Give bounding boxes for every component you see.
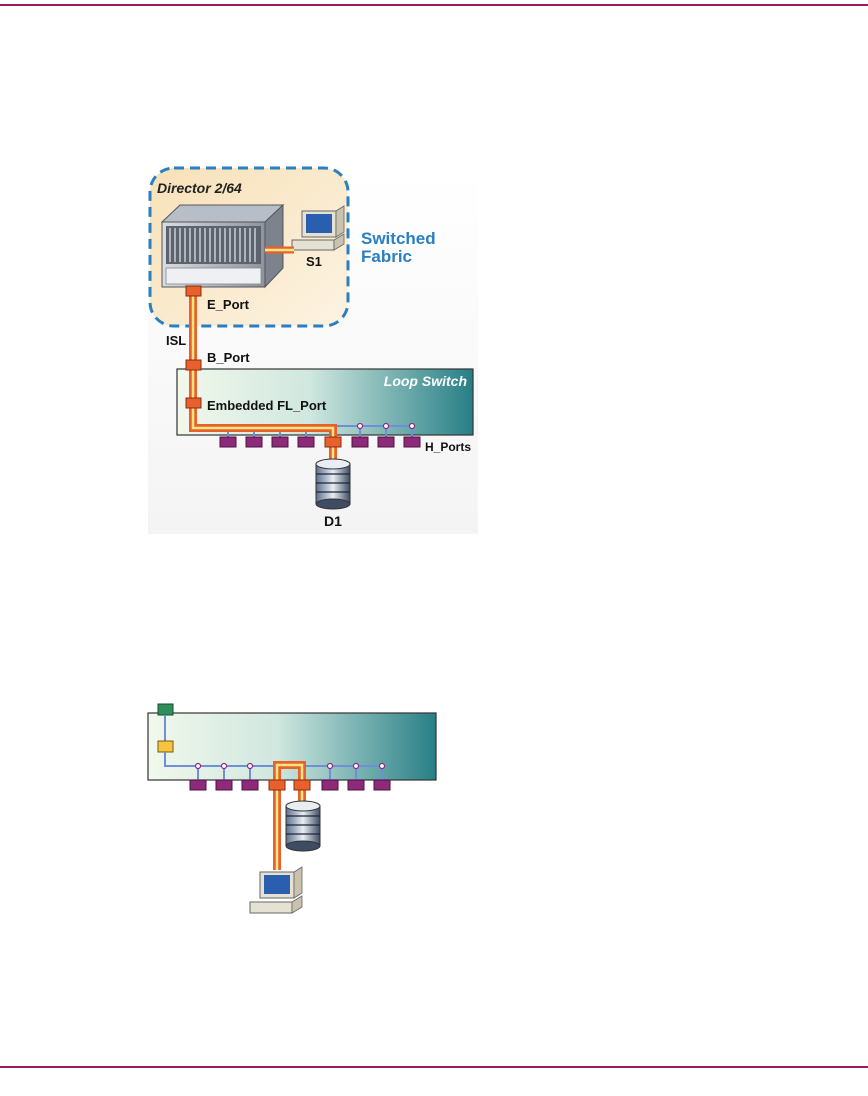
h-port bbox=[241, 779, 259, 791]
h-port bbox=[297, 436, 315, 448]
fabric-label-line1: Switched bbox=[361, 229, 436, 248]
e-port bbox=[185, 285, 202, 297]
h-port bbox=[271, 436, 289, 448]
h-port bbox=[347, 779, 365, 791]
h-port bbox=[403, 436, 421, 448]
h-ports bbox=[219, 436, 421, 448]
top-rule bbox=[0, 4, 868, 6]
fl-port bbox=[185, 397, 202, 409]
h-port bbox=[215, 779, 233, 791]
director-icon bbox=[160, 203, 285, 289]
h-port bbox=[245, 436, 263, 448]
bottom-rule bbox=[0, 1066, 868, 1068]
h-port-active bbox=[293, 779, 311, 791]
loop-nodes-2 bbox=[194, 762, 386, 770]
e-port-label: E_Port bbox=[207, 297, 250, 312]
h-port bbox=[373, 779, 391, 791]
h-port bbox=[189, 779, 207, 791]
director-label: Director 2/64 bbox=[157, 180, 242, 196]
disk-label: D1 bbox=[324, 513, 342, 529]
fabric-label-line2: Fabric bbox=[361, 247, 412, 266]
h-port-active bbox=[268, 779, 286, 791]
server-label: S1 bbox=[306, 254, 322, 269]
computer-icon bbox=[249, 866, 303, 914]
h-ports-label: H_Ports bbox=[425, 440, 471, 454]
h-port bbox=[351, 436, 369, 448]
fl-port-label: Embedded FL_Port bbox=[207, 398, 327, 413]
h-port bbox=[377, 436, 395, 448]
yellow-port bbox=[157, 740, 174, 753]
green-port bbox=[157, 703, 174, 716]
loop-switch-label: Loop Switch bbox=[384, 373, 467, 389]
loop-switch-box-2 bbox=[147, 712, 437, 781]
computer-icon bbox=[291, 205, 345, 251]
h-ports-2 bbox=[189, 779, 391, 791]
b-port-label: B_Port bbox=[207, 350, 250, 365]
b-port bbox=[185, 359, 202, 371]
disk-stack-icon bbox=[315, 458, 351, 510]
figure-1: Director 2/64 bbox=[148, 166, 478, 534]
loop-nodes bbox=[356, 422, 416, 430]
disk-stack-icon bbox=[285, 800, 321, 852]
h-port-active bbox=[324, 436, 342, 448]
figure-2 bbox=[147, 703, 437, 914]
isl-label: ISL bbox=[166, 333, 186, 348]
h-port bbox=[219, 436, 237, 448]
h-port bbox=[321, 779, 339, 791]
loop-bus-2 bbox=[164, 752, 382, 767]
